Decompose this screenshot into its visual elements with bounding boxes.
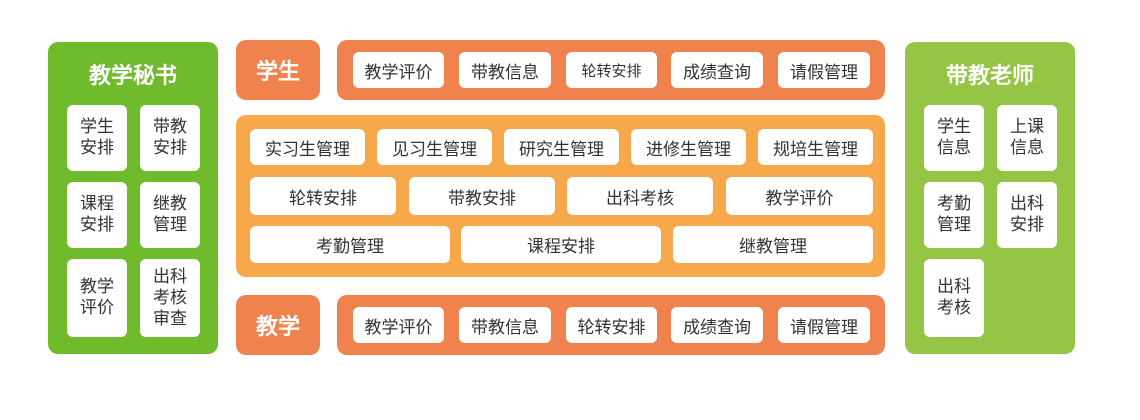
- secretary-title: 教学秘书: [88, 64, 177, 89]
- student-rotation-button[interactable]: 轮转安排: [566, 52, 657, 88]
- teacher-item-student-info[interactable]: 学生信息: [924, 105, 984, 171]
- center-standardized-training-management[interactable]: 规培生管理: [758, 129, 873, 165]
- teacher-title: 带教老师: [945, 64, 1034, 89]
- center-exit-exam[interactable]: 出科考核: [567, 177, 713, 215]
- teaching-rotation-button[interactable]: 轮转安排: [566, 307, 657, 343]
- center-panel: 实习生管理 见习生管理 研究生管理 进修生管理 规培生管理 轮转安排 带教安排 …: [236, 115, 885, 277]
- center-graduate-management[interactable]: 研究生管理: [504, 129, 619, 165]
- teaching-leave-button[interactable]: 请假管理: [778, 307, 870, 343]
- secretary-panel: 教学秘书 学生安排 带教安排 课程安排 继教管理 教学评价 出科考核审查: [48, 42, 218, 354]
- student-leave-button[interactable]: 请假管理: [778, 52, 870, 88]
- center-advanced-study-management[interactable]: 进修生管理: [631, 129, 746, 165]
- student-bar: 教学评价 带教信息 轮转安排 成绩查询 请假管理: [337, 40, 885, 100]
- teaching-label: 教学: [236, 295, 320, 355]
- secretary-item-course-arrangement[interactable]: 课程安排: [67, 182, 127, 248]
- center-course-arrangement[interactable]: 课程安排: [461, 226, 661, 263]
- center-teaching-evaluation[interactable]: 教学评价: [726, 177, 873, 215]
- teacher-item-exit-arrangement[interactable]: 出科安排: [997, 182, 1057, 248]
- center-continuing-education[interactable]: 继教管理: [673, 226, 873, 263]
- center-attendance-management[interactable]: 考勤管理: [250, 226, 450, 263]
- student-label: 学生: [236, 40, 320, 100]
- secretary-item-student-arrangement[interactable]: 学生安排: [67, 105, 127, 171]
- secretary-item-continuing-education[interactable]: 继教管理: [140, 182, 200, 248]
- center-teaching-arrangement[interactable]: 带教安排: [409, 177, 555, 215]
- teacher-item-attendance[interactable]: 考勤管理: [924, 182, 984, 248]
- secretary-item-teaching-arrangement[interactable]: 带教安排: [140, 105, 200, 171]
- teacher-item-exit-exam[interactable]: 出科考核: [924, 259, 984, 337]
- teaching-evaluation-button[interactable]: 教学评价: [353, 307, 444, 343]
- teacher-panel: 带教老师 学生信息 上课信息 考勤管理 出科安排 出科考核: [905, 42, 1075, 354]
- secretary-item-exit-exam-review[interactable]: 出科考核审查: [140, 259, 200, 337]
- secretary-item-teaching-evaluation[interactable]: 教学评价: [67, 259, 127, 337]
- student-teaching-evaluation-button[interactable]: 教学评价: [353, 52, 444, 88]
- teaching-score-query-button[interactable]: 成绩查询: [671, 307, 763, 343]
- student-teaching-info-button[interactable]: 带教信息: [459, 52, 551, 88]
- teacher-item-class-info[interactable]: 上课信息: [997, 105, 1057, 171]
- teaching-info-button[interactable]: 带教信息: [459, 307, 551, 343]
- center-trainee-management[interactable]: 见习生管理: [377, 129, 492, 165]
- teaching-bar: 教学评价 带教信息 轮转安排 成绩查询 请假管理: [337, 295, 885, 355]
- center-rotation-arrangement[interactable]: 轮转安排: [250, 177, 396, 215]
- center-intern-management[interactable]: 实习生管理: [250, 129, 365, 165]
- student-score-query-button[interactable]: 成绩查询: [671, 52, 763, 88]
